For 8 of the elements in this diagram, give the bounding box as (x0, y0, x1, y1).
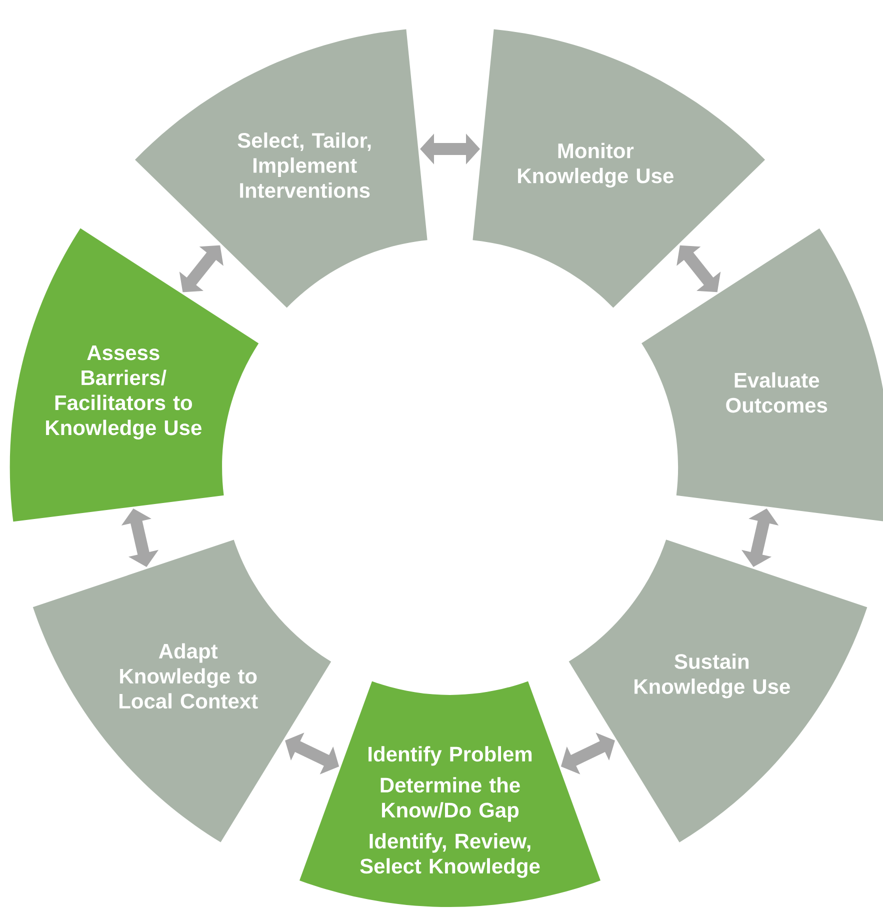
ring-segment: Sustain Knowledge Use (568, 540, 868, 842)
ring-segment: Monitor Knowledge Use (472, 29, 765, 308)
ring-segment: Assess Barriers/ Facilitators to Knowledge Use (10, 228, 259, 522)
ring-segment: Evaluate Outcomes (642, 228, 883, 522)
double-arrow (676, 245, 721, 292)
ring-segment: Identify Problem Determine the Know/Do Gap Identify, Review, Select Knowledge (300, 681, 600, 908)
ring-segment: Select, Tailor, Implement Interventions (135, 29, 428, 308)
ring-segment: Adapt Knowledge to Local Context (32, 540, 332, 842)
